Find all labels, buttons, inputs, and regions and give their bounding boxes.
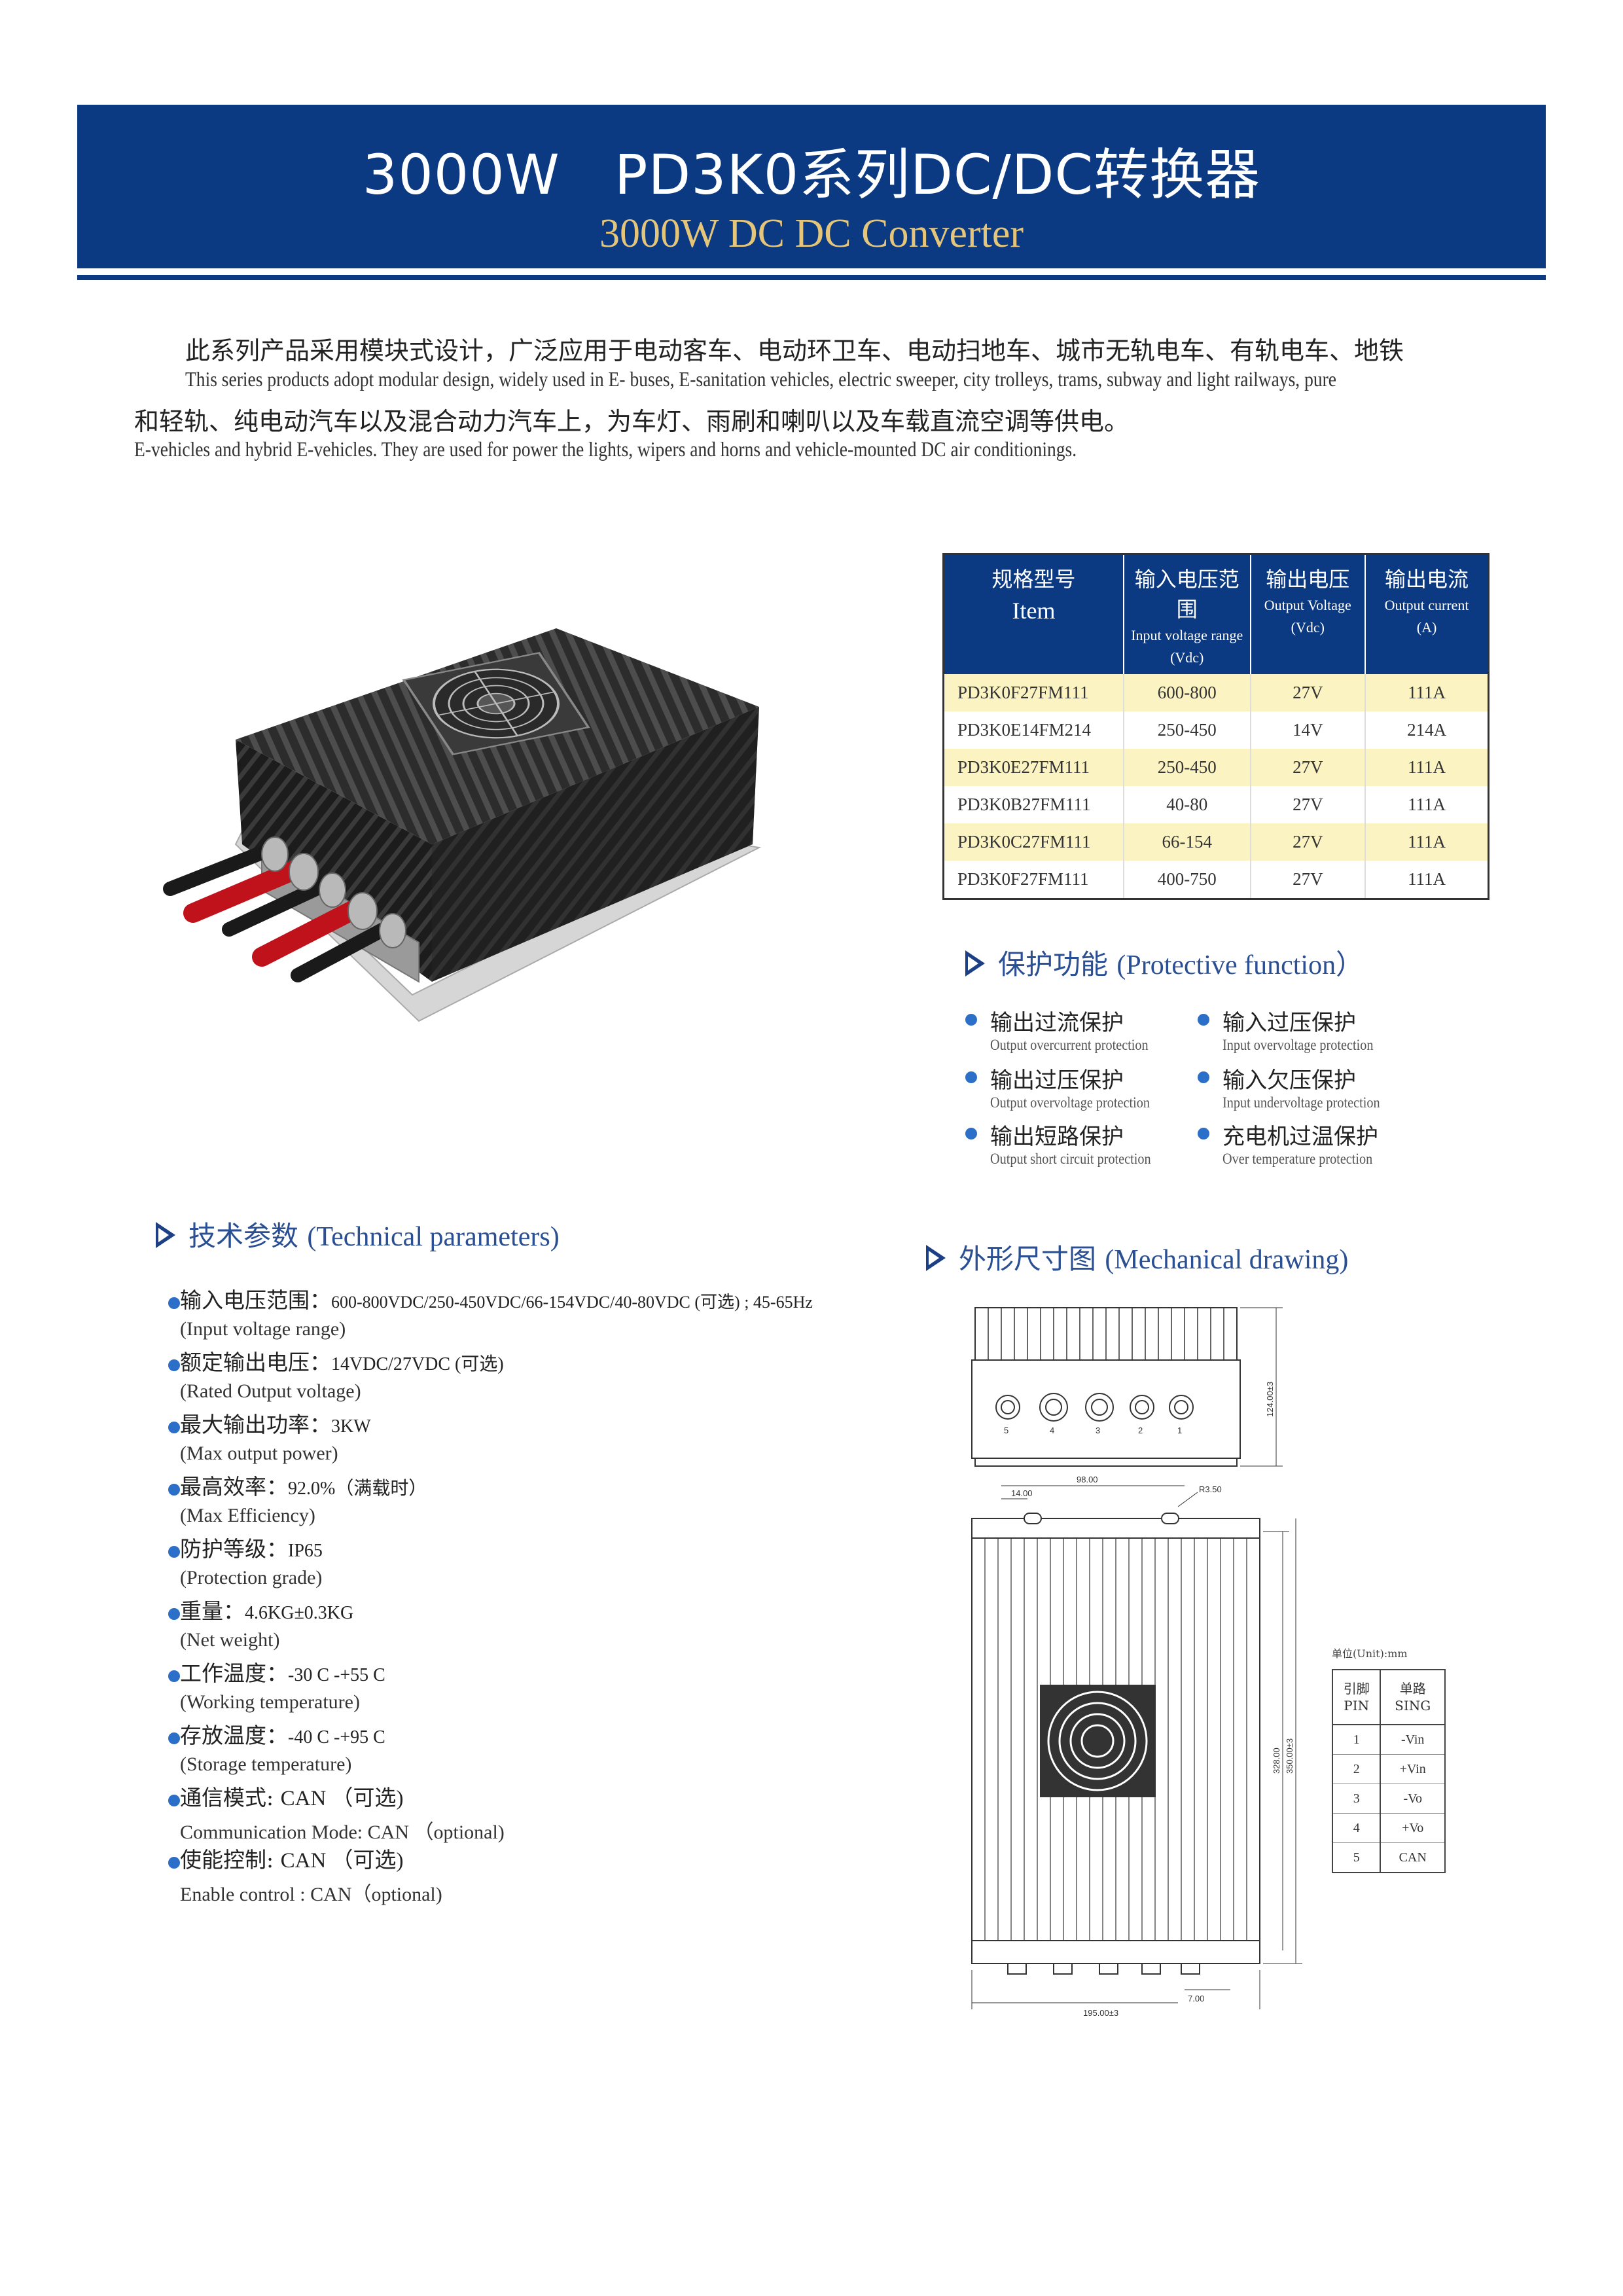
dim-width: 195.00±3 [1083,2008,1118,2018]
dim-foot: 7.00 [1188,1994,1204,2003]
param-net-weight: 重量：4.6KG±0.3KG (Net weight) [168,1594,353,1651]
bullet-icon [965,1071,977,1083]
triangle-icon [926,1245,946,1271]
bullet-icon [168,1795,180,1806]
bullet-icon [168,1359,180,1371]
connector-label: 5 [1004,1426,1008,1435]
bullet-icon [168,1297,180,1309]
dim-length: 350.00±3 [1285,1738,1294,1774]
connector-label: 4 [1050,1426,1054,1435]
table-row: 2+Vin [1331,1754,1445,1784]
dim-radius: R3.50 [1199,1484,1222,1494]
header-output-voltage: 输出电压 Output Voltage (Vdc) [1249,554,1366,674]
triangle-icon [965,950,985,977]
page-title: 3000W PD3K0系列DC/DC转换器 [362,143,1261,207]
header-output-current: 输出电流 Output current (A) [1364,554,1489,674]
param-communication: 通信模式: CAN （可选) Communication Mode: CAN （… [168,1780,505,1844]
mechanical-heading: 外形尺寸图 (Mechanical drawing) [926,1237,1348,1277]
page-subtitle: 3000W DC DC Converter [599,211,1024,256]
param-rated-output: 额定输出电压：14VDC/27VDC (可选) (Rated Output vo… [168,1345,504,1403]
table-row: 4+Vo [1331,1813,1445,1843]
connector-label: 1 [1177,1426,1182,1435]
connector-label: 3 [1096,1426,1100,1435]
bullet-icon [168,1546,180,1558]
header-input-voltage: 输入电压范围 Input voltage range (Vdc) [1122,554,1251,674]
intro-en-line1: This series products adopt modular desig… [185,367,1336,391]
intro-cn-line2: 和轻轨、纯电动汽车以及混合动力汽车上，为车灯、雨刷和喇叭以及车载直流空调等供电。 [134,407,1130,436]
intro-cn-line1: 此系列产品采用模块式设计，广泛应用于电动客车、电动环卫车、电动扫地车、城市无轨电… [185,336,1404,365]
table-row: 3-Vo [1331,1784,1445,1814]
table-row: 1-Vin [1331,1724,1445,1755]
header-banner [77,105,1546,268]
param-working-temp: 工作温度：-30 C -+55 C (Working temperature) [168,1656,385,1713]
param-enable-control: 使能控制: CAN （可选) Enable control : CAN（opti… [168,1842,442,1907]
unit-label: 单位(Unit):mm [1332,1647,1408,1660]
bullet-icon [1198,1071,1209,1083]
header-underline [77,275,1546,280]
bullet-icon [168,1857,180,1869]
dim-inner-length: 328.00 [1272,1748,1281,1774]
bullet-icon [168,1732,180,1744]
header-item: 规格型号 Item [943,554,1124,674]
bullet-icon [1198,1014,1209,1026]
protection-heading: 保护功能 (Protective function） [965,942,1363,982]
mechanical-drawing: 5 4 3 2 1 124.00±3 98.00 14.00 R3.50 328… [971,1307,1302,2018]
connector-label: 2 [1138,1426,1143,1435]
bullet-icon [1198,1128,1209,1139]
bullet-icon [965,1014,977,1026]
param-max-efficiency: 最高效率：92.0%（满载时） (Max Efficiency) [168,1469,427,1527]
param-max-power: 最大输出功率：3KW (Max output power) [168,1407,371,1465]
bullet-icon [168,1608,180,1620]
bullet-icon [168,1422,180,1433]
dim-pitch: 98.00 [1077,1475,1098,1484]
technical-heading: 技术参数 (Technical parameters) [156,1214,560,1254]
spec-table: 规格型号 Item 输入电压范围 Input voltage range (Vd… [942,553,1489,900]
intro-en-line2: E-vehicles and hybrid E-vehicles. They a… [134,437,1077,461]
param-input-voltage: 输入电压范围：600-800VDC/250-450VDC/66-154VDC/4… [168,1283,813,1340]
product-image [163,628,762,1022]
triangle-icon [156,1222,175,1248]
spec-table-header: 规格型号 Item 输入电压范围 Input voltage range (Vd… [943,554,1489,674]
bullet-icon [168,1670,180,1682]
bullet-icon [168,1484,180,1496]
param-protection-grade: 防护等级：IP65 (Protection grade) [168,1532,323,1589]
param-storage-temp: 存放温度：-40 C -+95 C (Storage temperature) [168,1718,385,1776]
dim-height: 124.00±3 [1265,1382,1275,1417]
bullet-icon [965,1128,977,1139]
dim-offset: 14.00 [1011,1488,1033,1498]
